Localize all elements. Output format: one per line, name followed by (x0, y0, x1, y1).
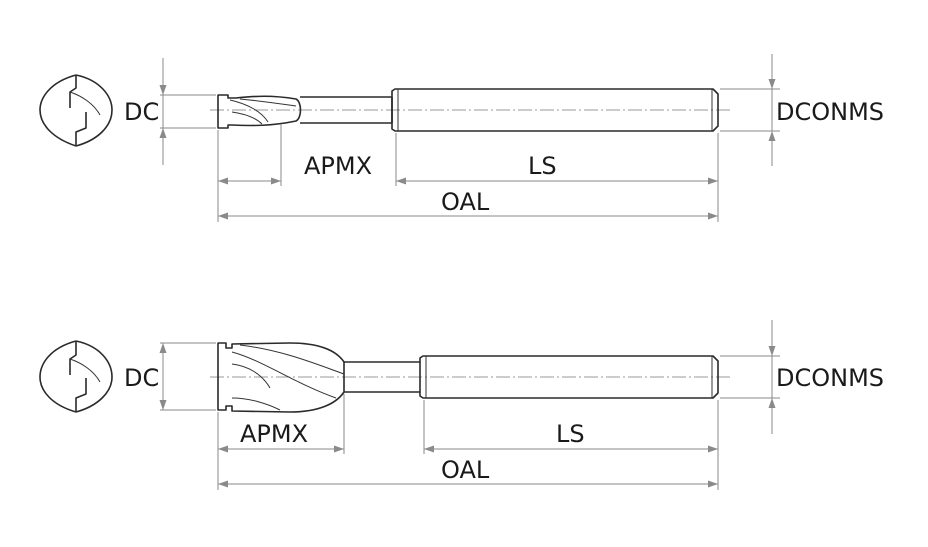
bottom-shank (419, 355, 719, 399)
top-shank (391, 88, 719, 132)
bottom-dconms-label: DCONMS (776, 364, 884, 392)
bottom-dc-dimension (159, 342, 216, 411)
top-dconms-dimension (720, 54, 780, 166)
top-oal-label: OAL (441, 188, 490, 216)
top-dc-label: DC (124, 98, 159, 126)
top-dc-dimension (159, 58, 216, 165)
top-dconms-label: DCONMS (776, 98, 884, 126)
bottom-dc-label: DC (124, 364, 159, 392)
top-apmx-label: APMX (304, 152, 372, 180)
top-end-view (39, 74, 113, 147)
bottom-ls-label: LS (556, 420, 585, 448)
bottom-neck (344, 361, 420, 393)
bottom-apmx-label: APMX (240, 420, 308, 448)
bottom-oal-label: OAL (441, 456, 490, 484)
bottom-view: DC DCONMS APMX LS OAL (39, 320, 884, 490)
bottom-dconms-dimension (720, 320, 780, 434)
bottom-end-view (39, 340, 113, 413)
top-view: DC DCONMS APMX LS OAL (39, 54, 884, 222)
top-cutter-head (217, 94, 302, 129)
top-ls-label: LS (528, 152, 557, 180)
